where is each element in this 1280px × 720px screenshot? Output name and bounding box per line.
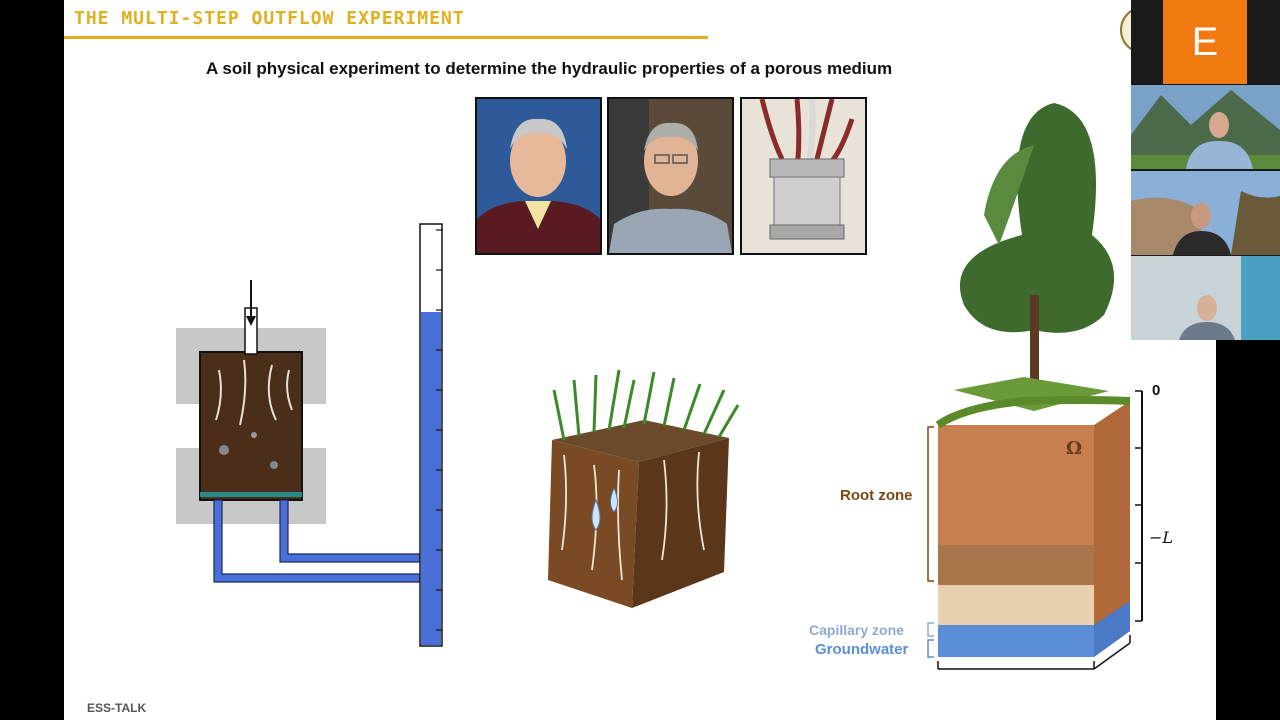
title-underline (64, 36, 708, 39)
participant-video-1[interactable] (1131, 85, 1280, 169)
portrait-photo-2 (607, 97, 734, 255)
participant-video-2[interactable] (1131, 171, 1280, 255)
omega-symbol: Ω (1066, 438, 1083, 459)
participant-panel: E (1131, 0, 1280, 340)
root-zone-label: Root zone (840, 487, 913, 504)
portrait-photo-1 (475, 97, 602, 255)
capillary-zone-label: Capillary zone (809, 622, 904, 638)
pressure-cell-diagram (176, 223, 443, 647)
presentation-slide: THE MULTI-STEP OUTFLOW EXPERIMENT A soil… (64, 0, 1216, 720)
depth-top-label: 0 (1152, 382, 1161, 399)
participant-avatar: E (1163, 0, 1247, 84)
groundwater-label: Groundwater (815, 641, 909, 658)
soil-block-illustration (548, 369, 740, 608)
outflow-apparatus-photo (740, 97, 867, 255)
depth-bottom-label: −L (1149, 528, 1174, 547)
participant-video-3[interactable] (1131, 256, 1280, 340)
soil-profile-illustration (927, 103, 1143, 670)
participant-avatar-tile[interactable]: E (1131, 0, 1280, 84)
slide-subtitle: A soil physical experiment to determine … (206, 59, 893, 78)
slide-title: THE MULTI-STEP OUTFLOW EXPERIMENT (74, 8, 465, 29)
slide-footer: ESS-TALK (87, 701, 147, 715)
